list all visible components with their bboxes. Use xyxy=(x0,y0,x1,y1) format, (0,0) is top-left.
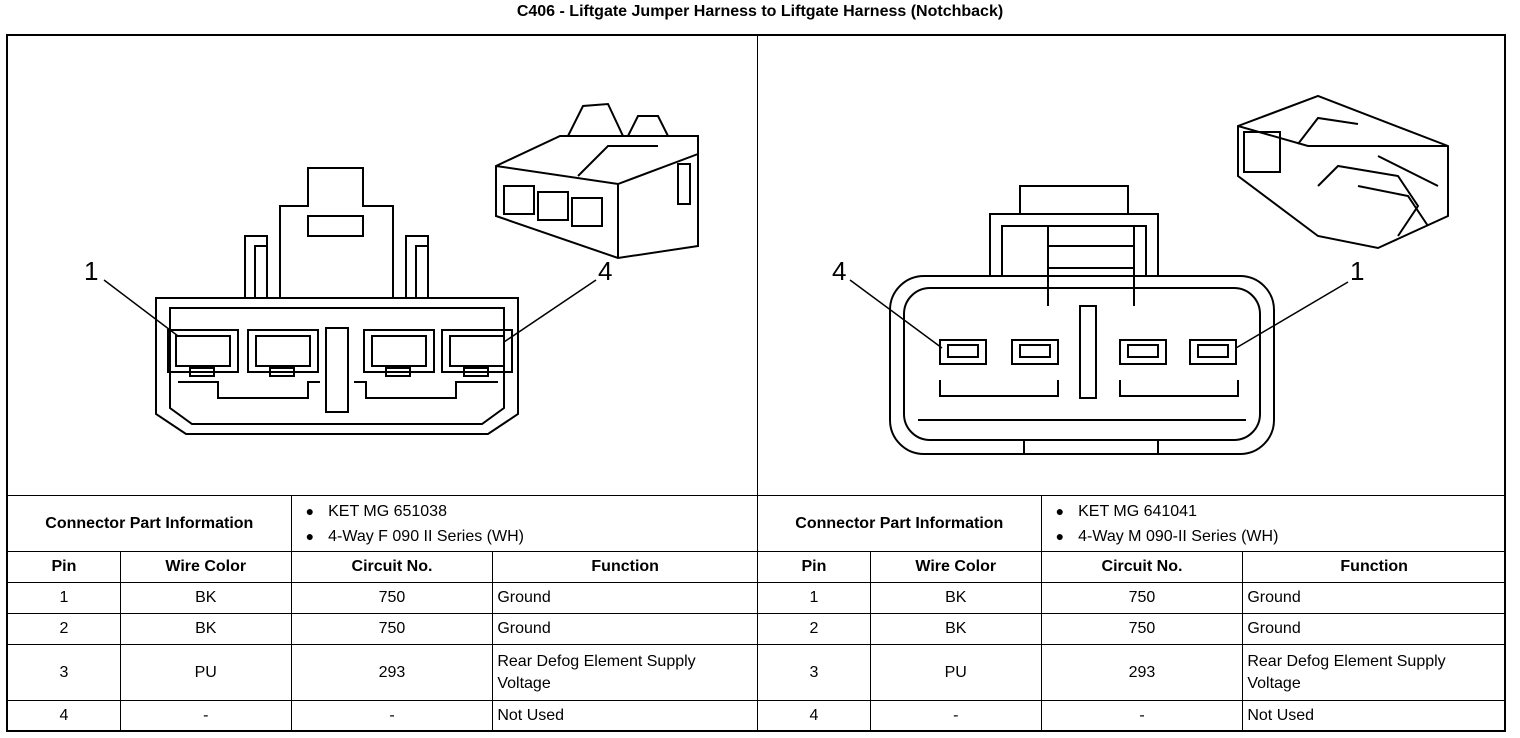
part-info-label: Connector Part Information xyxy=(757,495,1042,552)
table-row: 2 BK 750 Ground xyxy=(7,613,758,645)
pin-callout-1: 1 xyxy=(1350,256,1365,286)
table-row: 4 - - Not Used xyxy=(7,700,758,732)
pin-cell: 3 xyxy=(7,644,121,701)
right-pinout-table: Connector Part Information KET MG 641041… xyxy=(757,495,1507,732)
female-connector-iso-view xyxy=(495,102,699,260)
female-connector-drawing xyxy=(103,102,699,435)
table-row: 3 PU 293 Rear Defog Element Supply Volta… xyxy=(757,644,1506,701)
male-connector-iso-view xyxy=(1237,94,1449,250)
pin-callout-1: 1 xyxy=(84,256,99,286)
header-pin: Pin xyxy=(757,551,871,583)
circuit-cell: 750 xyxy=(290,613,494,645)
pin-cell: 1 xyxy=(7,582,121,614)
left-pinout-table: Connector Part Information KET MG 651038… xyxy=(7,495,759,732)
wire-color-cell: - xyxy=(119,700,292,732)
part-description: 4-Way F 090 II Series (WH) xyxy=(296,524,753,549)
table-row: 1 BK 750 Ground xyxy=(7,582,758,614)
table-row: 2 BK 750 Ground xyxy=(757,613,1506,645)
pin-cell: 3 xyxy=(757,644,871,701)
wire-color-cell: BK xyxy=(119,582,292,614)
male-connector-face-view xyxy=(849,185,1349,455)
function-cell: Not Used xyxy=(1242,700,1506,732)
female-connector-face-view xyxy=(103,167,597,435)
left-connector-panel: 1 4 xyxy=(8,36,757,496)
pin-cell: 2 xyxy=(757,613,871,645)
table-header-row: Pin Wire Color Circuit No. Function xyxy=(7,551,758,583)
part-number: KET MG 641041 xyxy=(1046,499,1501,524)
function-cell: Ground xyxy=(1242,613,1506,645)
header-wire-color: Wire Color xyxy=(119,551,292,583)
part-info-values: KET MG 651038 4-Way F 090 II Series (WH) xyxy=(290,495,759,552)
wire-color-cell: - xyxy=(869,700,1042,732)
wire-color-cell: BK xyxy=(869,613,1042,645)
circuit-cell: 293 xyxy=(1040,644,1244,701)
table-row: 1 BK 750 Ground xyxy=(757,582,1506,614)
part-info-label: Connector Part Information xyxy=(7,495,292,552)
pin-cell: 2 xyxy=(7,613,121,645)
wire-color-cell: PU xyxy=(119,644,292,701)
function-cell: Not Used xyxy=(492,700,758,732)
circuit-cell: 750 xyxy=(1040,613,1244,645)
wire-color-cell: BK xyxy=(119,613,292,645)
part-number: KET MG 651038 xyxy=(296,499,753,524)
function-cell: Rear Defog Element Supply Voltage xyxy=(492,644,758,701)
wire-color-cell: PU xyxy=(869,644,1042,701)
table-row: 4 - - Not Used xyxy=(757,700,1506,732)
header-function: Function xyxy=(492,551,758,583)
part-info-values: KET MG 641041 4-Way M 090-II Series (WH) xyxy=(1040,495,1507,552)
header-circuit: Circuit No. xyxy=(1040,551,1244,583)
part-info-row: Connector Part Information KET MG 651038… xyxy=(7,495,759,552)
header-pin: Pin xyxy=(7,551,121,583)
circuit-cell: - xyxy=(290,700,494,732)
pin-cell: 4 xyxy=(757,700,871,732)
pin-cell: 4 xyxy=(7,700,121,732)
male-connector-drawing xyxy=(849,94,1449,455)
function-cell: Ground xyxy=(492,613,758,645)
pin-cell: 1 xyxy=(757,582,871,614)
circuit-cell: 750 xyxy=(1040,582,1244,614)
wire-color-cell: BK xyxy=(869,582,1042,614)
function-cell: Rear Defog Element Supply Voltage xyxy=(1242,644,1506,701)
header-circuit: Circuit No. xyxy=(290,551,494,583)
function-cell: Ground xyxy=(1242,582,1506,614)
part-description: 4-Way M 090-II Series (WH) xyxy=(1046,524,1501,549)
pin-callout-4: 4 xyxy=(832,256,847,286)
page-title: C406 - Liftgate Jumper Harness to Liftga… xyxy=(516,3,1004,20)
table-row: 3 PU 293 Rear Defog Element Supply Volta… xyxy=(7,644,758,701)
table-header-row: Pin Wire Color Circuit No. Function xyxy=(757,551,1506,583)
circuit-cell: - xyxy=(1040,700,1244,732)
circuit-cell: 293 xyxy=(290,644,494,701)
panel-divider xyxy=(757,34,758,496)
circuit-cell: 750 xyxy=(290,582,494,614)
part-info-row: Connector Part Information KET MG 641041… xyxy=(757,495,1507,552)
header-function: Function xyxy=(1242,551,1506,583)
function-cell: Ground xyxy=(492,582,758,614)
header-wire-color: Wire Color xyxy=(869,551,1042,583)
pin-callout-4: 4 xyxy=(598,256,613,286)
right-connector-panel: 4 1 xyxy=(758,36,1506,496)
